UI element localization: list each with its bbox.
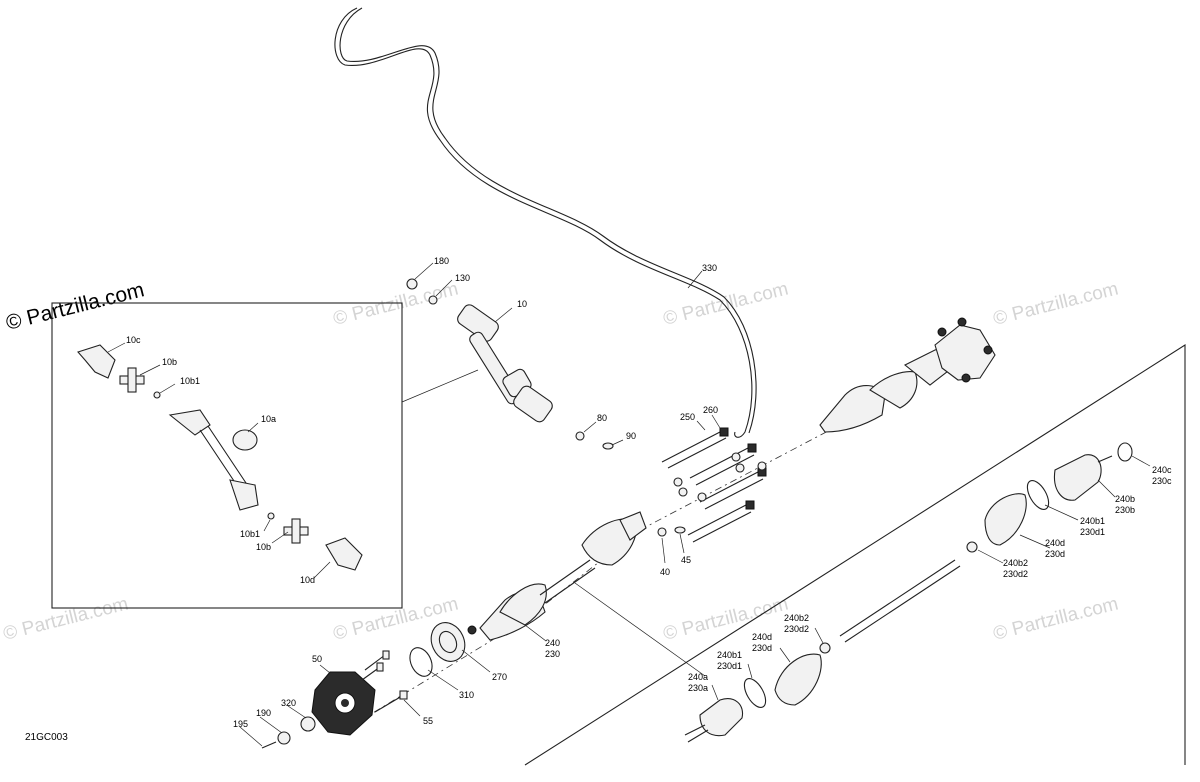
callout-45: 45 [681,555,691,565]
boot-10a [232,429,258,451]
yoke-10d [325,537,363,571]
callout-230b: 230b [1115,505,1135,515]
callout-230a: 230a [688,683,708,693]
callout-50: 50 [312,654,322,664]
callout-240a: 240a [688,672,708,682]
clamp-240b2-left [819,642,831,654]
leader-lines [107,262,1151,747]
callout-230c: 230c [1152,476,1172,486]
callout-230d1-left: 230d1 [717,661,742,671]
callout-250: 250 [680,412,695,422]
callout-40: 40 [660,567,670,577]
grease-fitting-10b1-bottom [267,512,275,520]
callout-10c: 10c [126,335,141,345]
axle-shaft [839,559,961,643]
callout-240d-right: 240d [1045,538,1065,548]
callout-240: 240 [545,638,560,648]
callout-310: 310 [459,690,474,700]
inset-connector-line [401,369,479,403]
half-shaft-assembly [467,511,647,641]
callout-10b1-top: 10b1 [180,376,200,386]
clamp-240b1-left [743,678,767,708]
clamp-240b1-right [1026,480,1050,510]
cross-kit-10b-top [119,367,145,393]
assembly-axis [344,429,831,731]
callout-230d2-right: 230d2 [1003,569,1028,579]
watermark: © Partzilla.com [1,594,130,645]
wheel-hub [311,671,376,736]
cv-joint-240a [684,698,744,743]
callout-330: 330 [702,263,717,273]
washer-180 [406,278,418,290]
watermark: © Partzilla.com [331,279,460,330]
callout-240b2-right: 240b2 [1003,558,1028,568]
nut-130 [428,295,438,305]
callout-labels: 10 10c 10b 10b1 10a 10b1 10b 10d 180 130… [126,256,1172,729]
grease-fitting-10b1-top [153,391,161,399]
bolt-group [661,427,767,543]
callout-80: 80 [597,413,607,423]
breather-tube-edge [339,7,757,434]
callout-10b-bottom: 10b [256,542,271,552]
nut-40 [657,527,667,537]
callout-240b1-right: 240b1 [1080,516,1105,526]
washer-320 [300,716,316,732]
callout-240b: 240b [1115,494,1135,504]
inset-frame [51,302,403,609]
driveshaft-inset-frame [524,343,1186,766]
watermark: © Partzilla.com [991,279,1120,330]
nut-80 [575,431,585,441]
cv-joint-240b [1053,454,1113,501]
callout-195: 195 [233,719,248,729]
cross-kit-10b-bottom [283,518,309,544]
callout-230d-right: 230d [1045,549,1065,559]
callout-320: 320 [281,698,296,708]
callout-240b1-left: 240b1 [717,650,742,660]
washer-90 [602,442,614,450]
callout-10b-top: 10b [162,357,177,367]
diagram-code: 21GC003 [25,732,68,743]
bearing-270-inner [438,630,458,654]
bearing-270 [430,622,466,662]
circlip-240c [1117,442,1133,462]
callout-55: 55 [423,716,433,726]
nut-190 [277,731,291,745]
callout-230d2-left: 230d2 [784,624,809,634]
callout-260: 260 [703,405,718,415]
callout-10: 10 [517,299,527,309]
callout-90: 90 [626,431,636,441]
callout-10d: 10d [300,575,315,585]
retaining-ring-310 [409,647,433,677]
watermark: © Partzilla.com [991,594,1120,645]
wheel-studs [361,650,408,713]
callout-240b2-left: 240b2 [784,613,809,623]
washer-45 [674,526,686,534]
callout-230d1-right: 230d1 [1080,527,1105,537]
callout-180: 180 [434,256,449,266]
boot-240d-left [774,653,822,706]
callout-230d-left: 230d [752,643,772,653]
callout-10a: 10a [261,414,276,424]
driveshaft-inset-connector [574,582,706,677]
propeller-shaft [457,304,553,423]
callout-240d-left: 240d [752,632,772,642]
callout-130: 130 [455,273,470,283]
callout-270: 270 [492,672,507,682]
breather-tube [334,7,753,438]
callout-230: 230 [545,649,560,659]
clamp-240b2-right [966,541,978,553]
copyright-label: © Partzilla.com [4,278,147,335]
callout-10b1-bottom: 10b1 [240,529,260,539]
callout-190: 190 [256,708,271,718]
callout-240c: 240c [1152,465,1172,475]
watermark: © Partzilla.com [661,279,790,330]
yoke-10c [77,344,116,379]
boot-240d-right [984,493,1027,546]
front-differential-output [819,317,996,433]
cotter-pin-195 [261,741,277,749]
drive-shaft-10a [168,409,259,511]
